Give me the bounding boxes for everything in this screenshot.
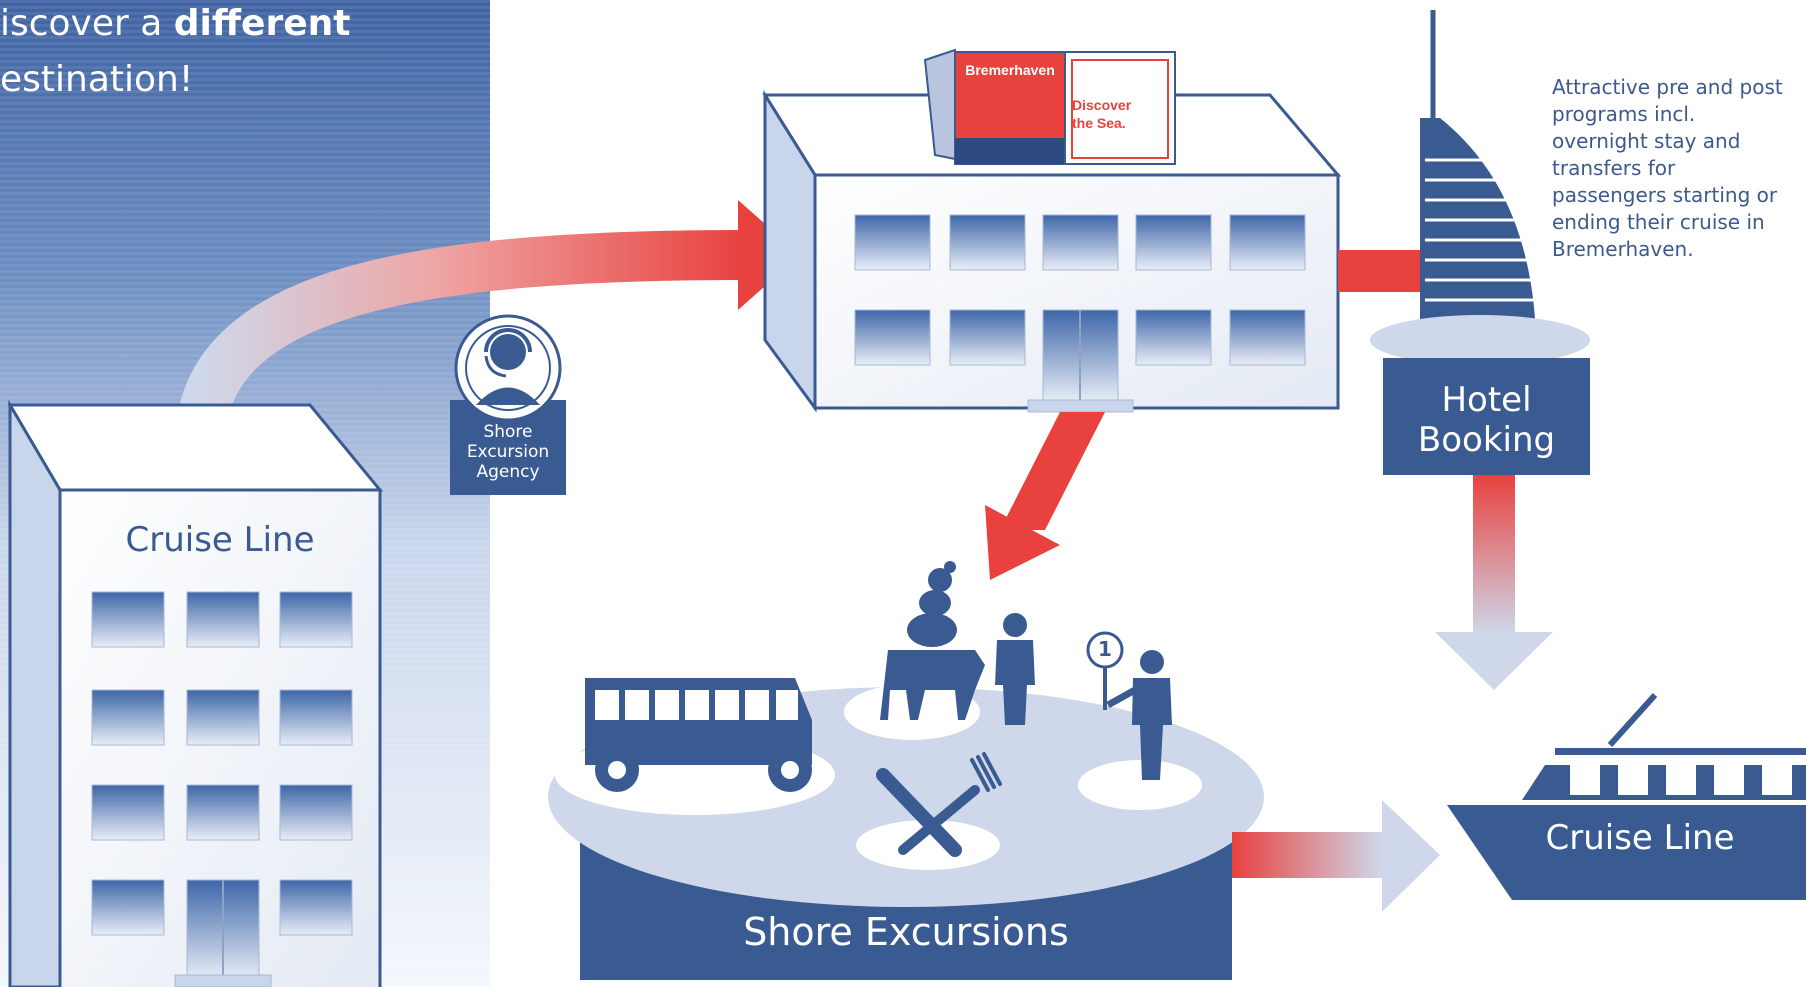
- tower-hotel-icon: [1370, 10, 1590, 475]
- hotel-connector: [1338, 250, 1428, 292]
- bremerhaven-sign: [923, 48, 1176, 165]
- sign-right-text: Discover the Sea.: [1072, 96, 1152, 132]
- cruise-line-building-label: Cruise Line: [125, 520, 315, 560]
- headline-line1-prefix: iscover a: [0, 3, 174, 44]
- hotel-label-line2: Booking: [1417, 420, 1556, 460]
- knife-fork-icon: [876, 752, 1002, 857]
- agency-to-excursions-arrow: [985, 412, 1105, 580]
- agency-label-line3: Agency: [476, 462, 540, 482]
- hotel-booking-label: Hotel Booking: [1383, 380, 1590, 460]
- headline-line2: estination!: [0, 59, 194, 100]
- hotel-label-line1: Hotel: [1441, 380, 1532, 420]
- cruise-line-building: [7, 399, 384, 987]
- headline: iscover a different estination!: [0, 0, 350, 108]
- headline-line1-bold: different: [173, 3, 351, 44]
- agency-office-building: [762, 89, 1342, 413]
- sign-left-text: Bremerhaven: [965, 62, 1055, 78]
- guide-number: 1: [1098, 637, 1112, 661]
- agency-label-line1: Shore: [483, 422, 533, 442]
- excursions-to-ship-arrow: [1232, 800, 1440, 912]
- town-musicians-icon: [880, 561, 985, 720]
- agency-label: Shore Excursion Agency: [450, 422, 566, 482]
- tour-guide-icon: [1086, 631, 1172, 780]
- side-note: Attractive pre and post programs incl. o…: [1552, 75, 1783, 261]
- hotel-to-ship-arrow: [1435, 475, 1553, 690]
- sign-right-line2: the Sea.: [1072, 115, 1126, 131]
- person-icon: [995, 613, 1035, 725]
- sign-right-line1: Discover: [1072, 97, 1132, 113]
- headset-agent-icon: [450, 314, 566, 495]
- cruise-ship-icon: [1447, 692, 1806, 900]
- cruise-line-ship-label: Cruise Line: [1545, 818, 1735, 858]
- agency-label-line2: Excursion: [466, 442, 550, 462]
- shore-excursions-label: Shore Excursions: [743, 910, 1069, 954]
- bus-icon: [585, 678, 812, 792]
